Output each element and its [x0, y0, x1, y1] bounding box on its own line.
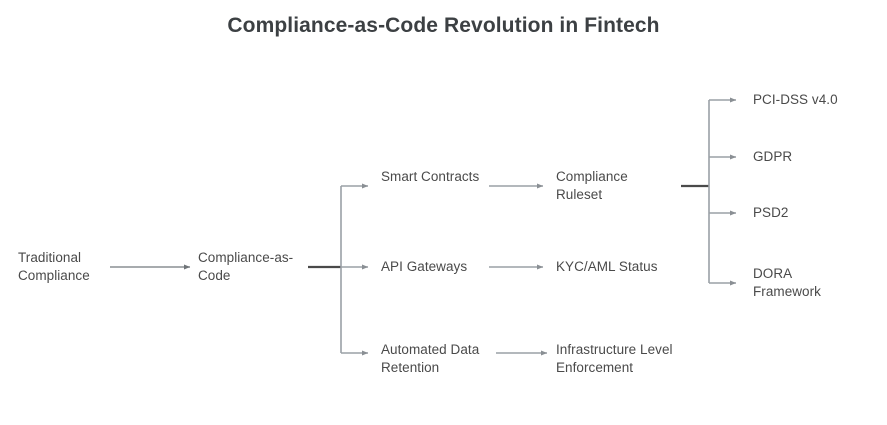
- node-traditional-compliance: Traditional Compliance: [18, 250, 90, 283]
- node-psd2: PSD2: [753, 205, 789, 220]
- node-dora-framework: DORA Framework: [753, 266, 821, 299]
- node-kyc-aml-status: KYC/AML Status: [556, 259, 658, 274]
- node-gdpr: GDPR: [753, 149, 793, 164]
- node-infrastructure-level-enforcement: Infrastructure Level Enforcement: [556, 342, 673, 375]
- node-compliance-as-code: Compliance-as-Code: [198, 250, 294, 283]
- node-smart-contracts: Smart Contracts: [381, 169, 480, 184]
- node-compliance-ruleset: Compliance Ruleset: [556, 169, 628, 202]
- node-automated-data-retention: Automated Data Retention: [381, 342, 480, 375]
- branch-spine-2: [708, 97, 737, 286]
- page-title: Compliance-as-Code Revolution in Fintech: [227, 14, 660, 37]
- node-pci-dss-v4: PCI-DSS v4.0: [753, 92, 838, 107]
- branch-spine-1: [340, 183, 369, 356]
- node-api-gateways: API Gateways: [381, 259, 468, 274]
